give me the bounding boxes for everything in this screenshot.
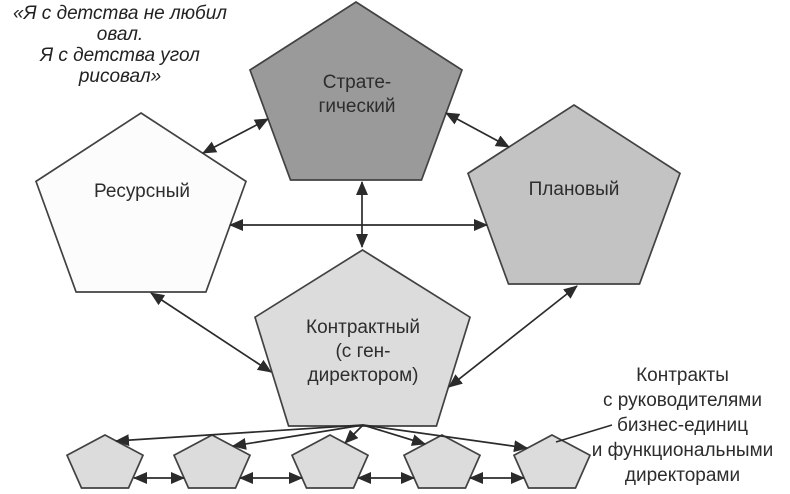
arrow-resource-contract (150, 292, 272, 373)
small-pentagon-4 (402, 434, 482, 489)
arrow-contract-unit1 (115, 424, 364, 447)
small-pentagon-1 (65, 434, 145, 489)
arrow-resource-strategic (202, 118, 269, 154)
pentagon-strategic (248, 0, 464, 181)
label-strategic: Страте- гический (318, 72, 396, 117)
arrow-contract-planned (448, 285, 578, 388)
label-resource: Ресурсный (93, 181, 191, 202)
arrow-contract-unit5 (362, 424, 528, 453)
pentagon-planned (466, 103, 682, 285)
label-planned: Плановый (528, 179, 620, 200)
caption-leader-line (555, 424, 613, 443)
epigraph-quote: «Я с детства не любил овал. Я с детства … (13, 3, 227, 87)
caption-contracts: Контракты с руководителями бизнес-единиц… (591, 365, 774, 486)
pentagon-resource (34, 111, 248, 293)
label-contract: Контрактный (с ген- директором) (306, 317, 420, 386)
small-pentagon-2 (172, 434, 252, 489)
arrow-contract-unit3 (344, 424, 364, 444)
arrow-strategic-planned (445, 112, 510, 148)
arrow-contract-unit2 (232, 424, 364, 450)
arrow-contract-unit4 (362, 424, 426, 446)
small-pentagon-3 (290, 434, 370, 489)
